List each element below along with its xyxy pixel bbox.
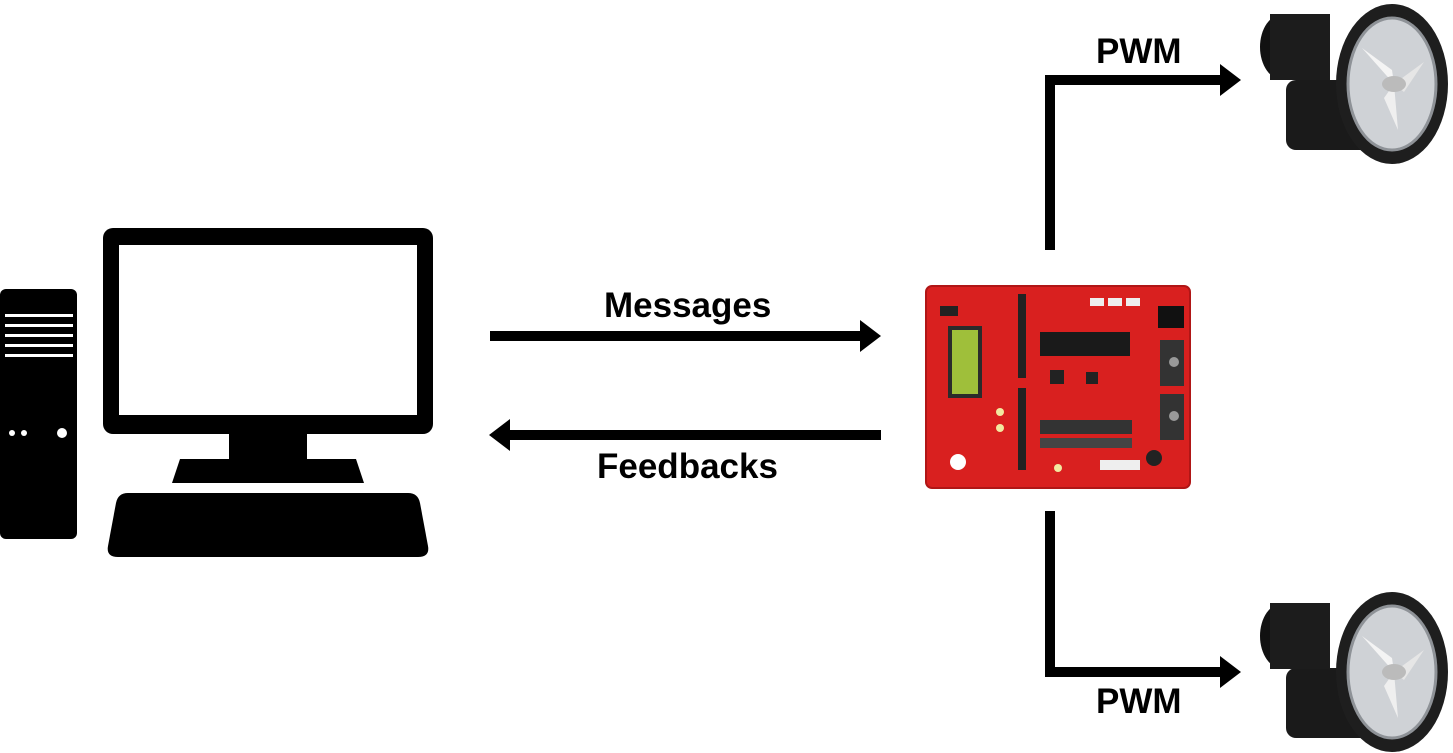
keyboard xyxy=(107,493,429,557)
arrow-pwm-top xyxy=(1045,64,1241,250)
messages-label: Messages xyxy=(604,286,772,325)
board-logo xyxy=(950,454,966,470)
thruster-icon-top xyxy=(1260,4,1448,164)
microcontroller-chip xyxy=(1040,332,1130,356)
microcontroller-board-icon xyxy=(925,285,1191,489)
pwm-label-top: PWM xyxy=(1096,32,1182,71)
desktop-computer-icon xyxy=(0,228,433,557)
monitor xyxy=(103,228,433,483)
arrow-feedbacks xyxy=(489,419,881,451)
arrow-pwm-bottom xyxy=(1045,511,1241,688)
arrow-messages xyxy=(490,320,881,352)
feedbacks-label: Feedbacks xyxy=(597,447,778,486)
thruster-icon-bottom xyxy=(1260,592,1448,752)
tower-case xyxy=(0,289,77,539)
pwm-label-bottom: PWM xyxy=(1096,682,1182,721)
